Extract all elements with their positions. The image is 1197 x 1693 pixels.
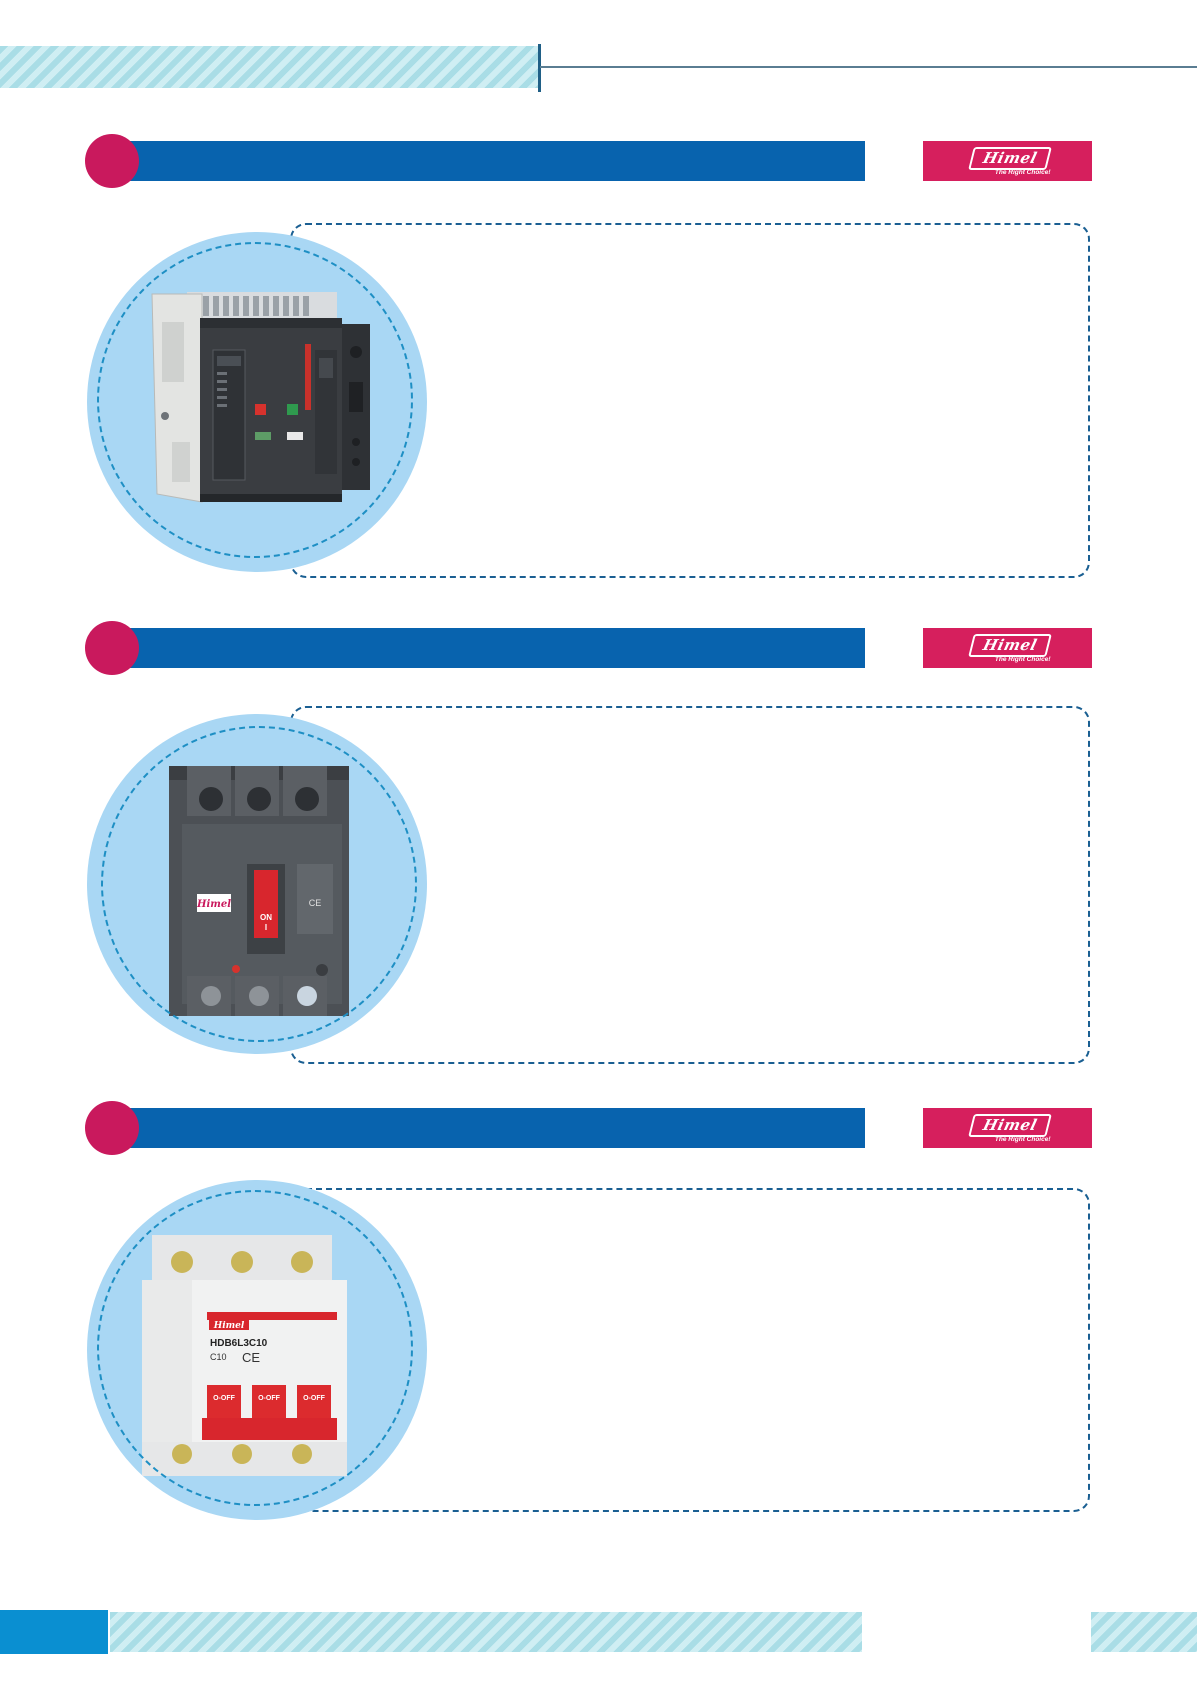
brand-slogan: The Right Choice! — [994, 169, 1051, 176]
section-bar-3 — [100, 1108, 865, 1148]
photo-dashed-ring — [101, 726, 417, 1042]
brand-slogan: The Right Choice! — [994, 656, 1051, 663]
product-photo-1 — [87, 232, 427, 572]
product-photo-2: Himel ON I CE — [87, 714, 427, 1054]
photo-dashed-ring — [97, 1190, 413, 1506]
header-stripe — [0, 46, 538, 88]
brand-logo-1: Himel The Right Choice! — [923, 141, 1092, 181]
header-divider-tick — [538, 44, 541, 92]
brand-logo-word: Himel — [967, 634, 1052, 657]
brand-logo-3: Himel The Right Choice! — [923, 1108, 1092, 1148]
section-bullet-2 — [85, 621, 139, 675]
brand-logo-word: Himel — [967, 147, 1052, 170]
footer-page-block — [0, 1610, 108, 1654]
section-bar-1 — [100, 141, 865, 181]
brand-logo-word: Himel — [967, 1114, 1052, 1137]
footer-stripe — [110, 1612, 862, 1652]
product-photo-3: Himel HDB6L3C10 C10 CE O-OFF O-OFF O-OFF — [87, 1180, 427, 1520]
footer-stripe-right — [1091, 1612, 1197, 1652]
brand-slogan: The Right Choice! — [994, 1136, 1051, 1143]
brand-logo-2: Himel The Right Choice! — [923, 628, 1092, 668]
section-bar-2 — [100, 628, 865, 668]
photo-dashed-ring — [97, 242, 413, 558]
section-bullet-1 — [85, 134, 139, 188]
section-bullet-3 — [85, 1101, 139, 1155]
header-rule — [540, 66, 1197, 68]
